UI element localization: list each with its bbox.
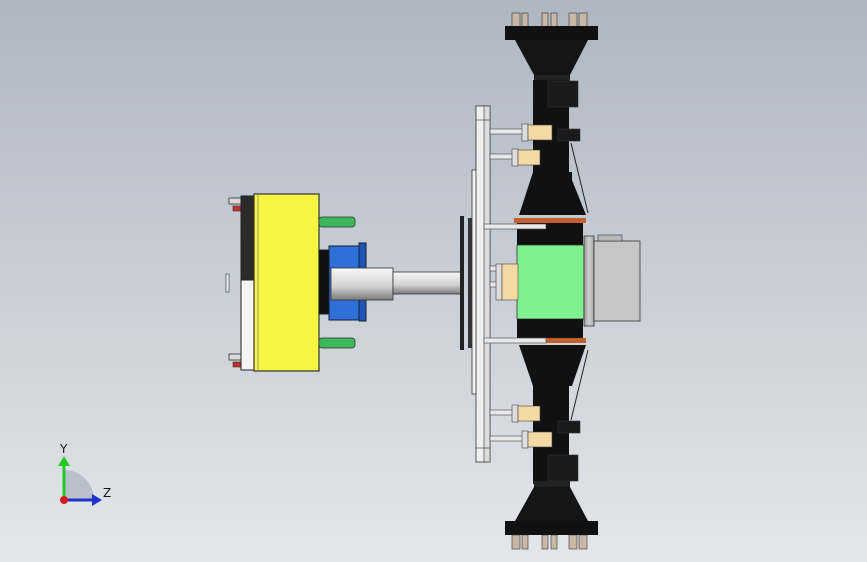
wood-block-4 xyxy=(527,431,553,448)
motor-shaft-small xyxy=(392,271,462,295)
top-hub-cone xyxy=(515,40,588,75)
bottom-hub-cone xyxy=(515,487,588,521)
motor-end-cap-black xyxy=(240,195,255,281)
motor-terminal-top-red xyxy=(232,205,242,212)
y-axis-label: Y xyxy=(60,442,68,456)
rod-bottom-long xyxy=(483,337,547,344)
motor-terminal-bottom-red xyxy=(232,361,242,368)
coordinate-triad xyxy=(58,456,102,506)
bottom-hub-flange xyxy=(505,521,598,535)
motor-body xyxy=(253,193,320,372)
wood-block-center xyxy=(501,263,519,301)
wood-block-1 xyxy=(527,124,553,141)
motor-pin-bottom xyxy=(318,337,356,349)
gray-housing xyxy=(593,240,641,322)
x-axis-origin xyxy=(60,496,68,504)
mounting-plates[interactable] xyxy=(460,105,491,463)
copper-ring-top xyxy=(514,218,586,223)
rod-top-long xyxy=(483,223,547,230)
z-axis-label: Z xyxy=(103,486,112,500)
axle-assembly[interactable] xyxy=(505,12,641,550)
thin-disc-2 xyxy=(468,218,472,348)
bottom-axle-cone xyxy=(519,345,586,386)
motor-pin-top xyxy=(318,216,356,228)
motor-shaft-large xyxy=(330,267,394,301)
top-axle-cone xyxy=(519,172,586,215)
green-gearbox xyxy=(516,244,585,320)
thin-disc xyxy=(460,216,464,350)
support-rods[interactable] xyxy=(483,123,553,449)
motor-assembly[interactable] xyxy=(225,193,462,372)
copper-ring-bottom xyxy=(514,338,586,343)
wood-block-2 xyxy=(517,149,541,166)
wood-block-3 xyxy=(517,405,541,422)
motor-terminal-top xyxy=(228,197,242,205)
motor-side-tab xyxy=(225,273,230,293)
motor-terminal-bottom xyxy=(228,353,242,361)
gray-box-front xyxy=(583,235,595,327)
top-hub-flange xyxy=(505,26,598,40)
